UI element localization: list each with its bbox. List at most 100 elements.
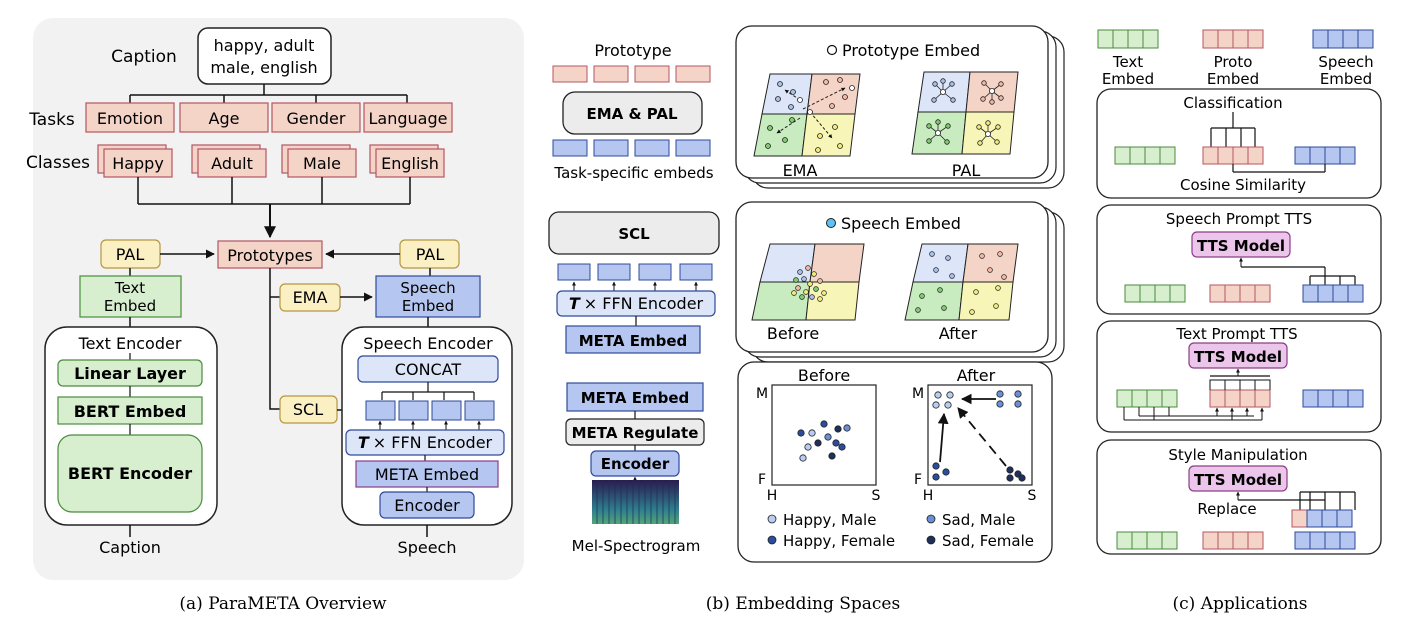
pal-quadrant <box>911 71 1019 155</box>
scatter-before-points <box>797 420 851 462</box>
text-encoder-title: Text Encoder <box>78 334 182 353</box>
speech-prompt-title: Speech Prompt TTS <box>1166 210 1312 228</box>
encoder-box-b <box>590 450 680 477</box>
axis-f-after: F <box>914 472 922 488</box>
caption-text-line2: male, english <box>210 58 317 77</box>
class-english: English <box>381 154 439 173</box>
ffn-encoder-label-a: T× FFN Encoder <box>358 433 493 452</box>
pal-right-label: PAL <box>416 245 445 264</box>
after-label-space: After <box>939 324 978 343</box>
concat-label: CONCAT <box>395 360 462 379</box>
task-specific-row <box>552 139 711 157</box>
meta-embed-label-b: META Embed <box>579 332 688 350</box>
scatter-after-title: After <box>957 366 996 385</box>
meta-embed-label-b2: META Embed <box>581 389 690 407</box>
panel-c: Text Embed Proto Embed Speech Embed Clas… <box>1096 29 1382 614</box>
legend-happy-male: Happy, Male <box>783 511 876 529</box>
speech-embed-line1: Speech <box>400 279 455 297</box>
pal-left-label: PAL <box>116 245 145 264</box>
legend-speech-swatch <box>1312 29 1374 49</box>
tts-model-box-3 <box>1188 465 1288 492</box>
prototypes-label: Prototypes <box>227 246 313 265</box>
legend-proto-swatch <box>1202 29 1264 49</box>
legend-proto-line1: Proto <box>1214 53 1253 71</box>
text-prompt-title: Text Prompt TTS <box>1175 325 1297 343</box>
ema-quadrant <box>753 73 861 157</box>
bert-embed-box <box>57 396 203 425</box>
legend-happy-female: Happy, Female <box>783 532 895 550</box>
axis-s-after: S <box>1028 488 1037 504</box>
legend-text-line1: Text <box>1112 53 1143 71</box>
after-quadrant <box>904 243 1019 321</box>
axis-h-before: H <box>767 488 778 504</box>
classification-card <box>1096 88 1382 199</box>
meta-embed-box-b <box>565 325 701 354</box>
before-quadrant <box>751 243 865 321</box>
legend-speech-line2: Embed <box>1320 70 1372 88</box>
text-encoder-input: Caption <box>99 538 161 557</box>
scl-token-row <box>557 263 713 281</box>
text-embed-line1: Text <box>114 279 145 297</box>
prototype-label: Prototype <box>594 41 671 60</box>
class-adult: Adult <box>211 154 253 173</box>
prototypes-box <box>217 240 323 269</box>
prototype-row <box>552 65 711 83</box>
cosine-similarity-label: Cosine Similarity <box>1180 176 1306 194</box>
tts-model-label-2: TTS Model <box>1194 348 1282 366</box>
classification-title: Classification <box>1183 94 1282 112</box>
axis-m-after: M <box>912 386 924 402</box>
before-label-space: Before <box>767 324 819 343</box>
task-emotion: Emotion <box>97 109 163 128</box>
task-age-box <box>179 102 269 133</box>
mel-spectrogram-image <box>592 480 679 524</box>
legend-proto-line2: Embed <box>1207 70 1259 88</box>
panel-a-caption: (a) ParaMETA Overview <box>179 594 387 614</box>
legend-text-line2: Embed <box>1102 70 1154 88</box>
class-male: Male <box>303 154 341 173</box>
panel-b: Prototype EMA & PAL Task-specific embeds… <box>548 25 1065 614</box>
speech-encoder-title: Speech Encoder <box>363 334 493 353</box>
bert-encoder-label: BERT Encoder <box>68 464 192 483</box>
ema-pal-box <box>562 91 703 135</box>
scatter-after-points <box>932 390 1026 482</box>
task-gender: Gender <box>287 109 346 128</box>
text-embed-line2: Embed <box>104 297 156 315</box>
speech-encoder-input: Speech <box>398 538 457 557</box>
class-boxes: Happy Adult Male English <box>97 144 445 178</box>
meta-regulate-label: META Regulate <box>572 424 699 442</box>
task-boxes: Emotion Age Gender Language <box>85 102 453 133</box>
task-specific-label: Task-specific embeds <box>553 164 713 182</box>
task-emotion-box <box>85 102 175 133</box>
tasks-label: Tasks <box>28 110 75 130</box>
scl-box-b <box>548 211 720 255</box>
task-age: Age <box>209 109 240 128</box>
ema-pal-label: EMA & PAL <box>586 105 678 123</box>
axis-f-before: F <box>758 472 766 488</box>
linear-layer-label: Linear Layer <box>74 364 186 383</box>
legend-sad-male: Sad, Male <box>942 511 1015 529</box>
ema-label: EMA <box>293 288 328 307</box>
bert-embed-label: BERT Embed <box>74 402 187 421</box>
scl-label-b: SCL <box>618 225 650 243</box>
scatter-legend: Happy, Male Happy, Female Sad, Male Sad,… <box>767 511 1034 550</box>
speech-token-embeds <box>365 400 495 421</box>
encoder-box-a <box>379 491 475 519</box>
prototype-embed-legend: Prototype Embed <box>842 41 980 60</box>
tts-model-label-3: TTS Model <box>1194 471 1282 489</box>
axis-h-after: H <box>923 488 934 504</box>
replace-label: Replace <box>1197 500 1256 518</box>
axis-s-before: S <box>872 488 881 504</box>
tts-model-label-1: TTS Model <box>1197 237 1285 255</box>
speech-embed-line2: Embed <box>402 297 454 315</box>
scatter-before-plot <box>771 384 877 486</box>
caption-to-tasks-lines <box>129 84 408 103</box>
encoder-label-a: Encoder <box>394 496 460 515</box>
tts-model-box-2 <box>1188 342 1288 369</box>
bert-encoder-box <box>57 434 203 513</box>
meta-embed-label-a: META Embed <box>375 465 479 484</box>
mel-spectrogram-label: Mel-Spectrogram <box>572 537 701 555</box>
ffn-encoder-label-b: T× FFN Encoder <box>569 294 704 313</box>
legend-speech-line1: Speech <box>1318 53 1373 71</box>
caption-text-line1: happy, adult <box>214 36 315 55</box>
